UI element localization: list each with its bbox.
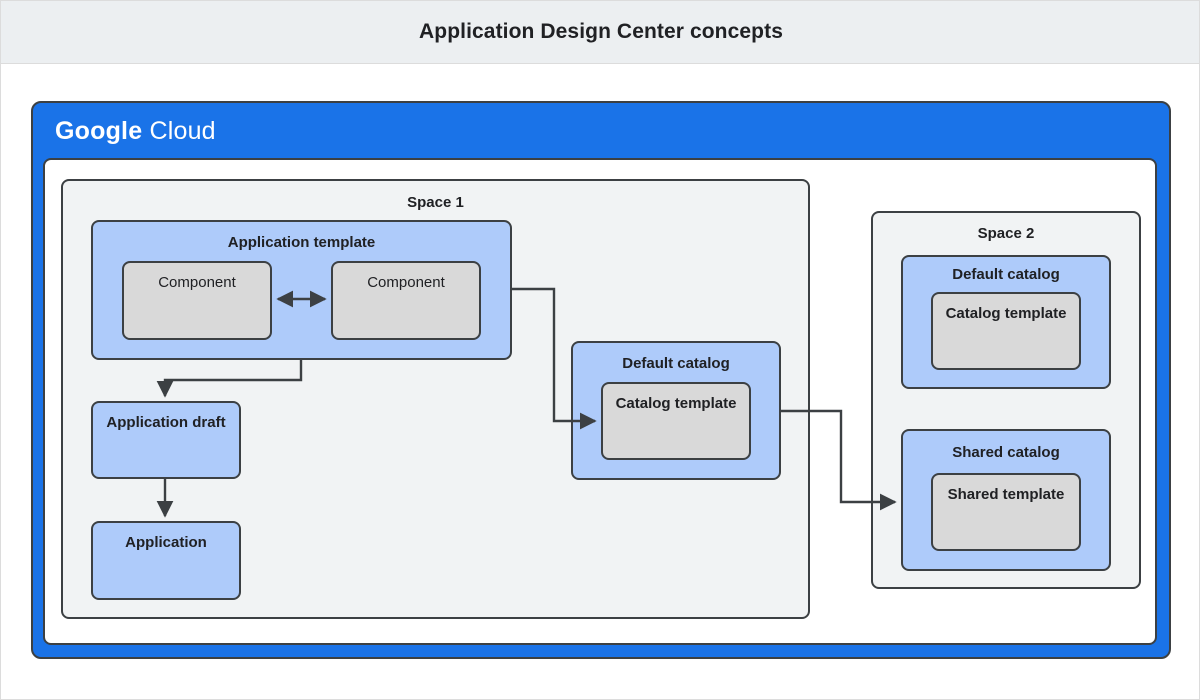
application-draft-label: Application draft: [106, 414, 226, 431]
component-a-label: Component: [158, 274, 236, 291]
space-2-catalog-template-label: Catalog template: [945, 305, 1067, 322]
space-1-label: Space 1: [407, 194, 464, 211]
shared-template-box: Shared template: [931, 473, 1081, 551]
application-draft-box: Application draft: [91, 401, 241, 479]
google-cloud-logo: Google Cloud: [55, 117, 216, 146]
application-template-label: Application template: [227, 234, 376, 251]
space-2-catalog-template-box: Catalog template: [931, 292, 1081, 370]
page-title: Application Design Center concepts: [419, 20, 783, 43]
google-cloud-logo-word2: Cloud: [149, 117, 216, 145]
component-b-box: Component: [331, 261, 481, 340]
component-b-label: Component: [367, 274, 445, 291]
shared-catalog-label: Shared catalog: [952, 444, 1060, 461]
google-cloud-logo-word1: Google: [55, 117, 143, 145]
title-bar: Application Design Center concepts: [1, 1, 1199, 64]
space-1-catalog-template-label: Catalog template: [615, 395, 737, 412]
space-2-label: Space 2: [977, 225, 1035, 242]
shared-template-label: Shared template: [947, 486, 1065, 503]
application-box: Application: [91, 521, 241, 600]
space-1-default-catalog-label: Default catalog: [622, 355, 730, 372]
space-2-default-catalog-label: Default catalog: [952, 266, 1060, 283]
component-a-box: Component: [122, 261, 272, 340]
application-label: Application: [125, 534, 207, 551]
space-1-catalog-template-box: Catalog template: [601, 382, 751, 460]
